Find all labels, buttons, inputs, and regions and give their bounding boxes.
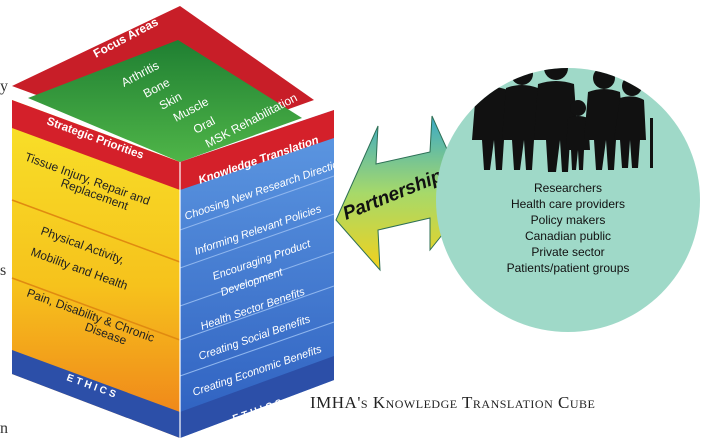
kt-dividers (179, 175, 335, 377)
priority-divider (11, 277, 181, 341)
partner-item: Policy makers (531, 213, 606, 227)
partnerships-arrow: Partnerships (335, 115, 471, 272)
partner-item: Patients/patient groups (507, 261, 630, 275)
kt-band (180, 110, 334, 190)
cube-top-face (28, 40, 302, 162)
priority-divider (11, 199, 181, 263)
diagram-caption: IMHA's Knowledge Translation Cube (310, 393, 596, 412)
people-silhouettes (472, 68, 653, 172)
cane-icon (650, 118, 653, 168)
child-icon (566, 100, 590, 170)
cube: Focus Areas Arthritis Bone Skin Muscle O… (11, 6, 352, 438)
strategic-band (12, 100, 180, 190)
partner-item: Canadian public (525, 229, 611, 243)
partners-circle: Researchers Health care providers Policy… (436, 68, 700, 332)
partner-item: Health care providers (511, 197, 625, 211)
partner-item: Private sector (531, 245, 604, 259)
partner-item: Researchers (534, 181, 602, 195)
stray-char: s (0, 262, 7, 279)
stray-char: n (0, 420, 8, 437)
ethics-band-left (12, 350, 180, 438)
cube-left-face (12, 100, 180, 438)
cube-right-face (180, 110, 334, 438)
ethics-band-right (180, 356, 334, 438)
stray-char: y (0, 78, 8, 95)
